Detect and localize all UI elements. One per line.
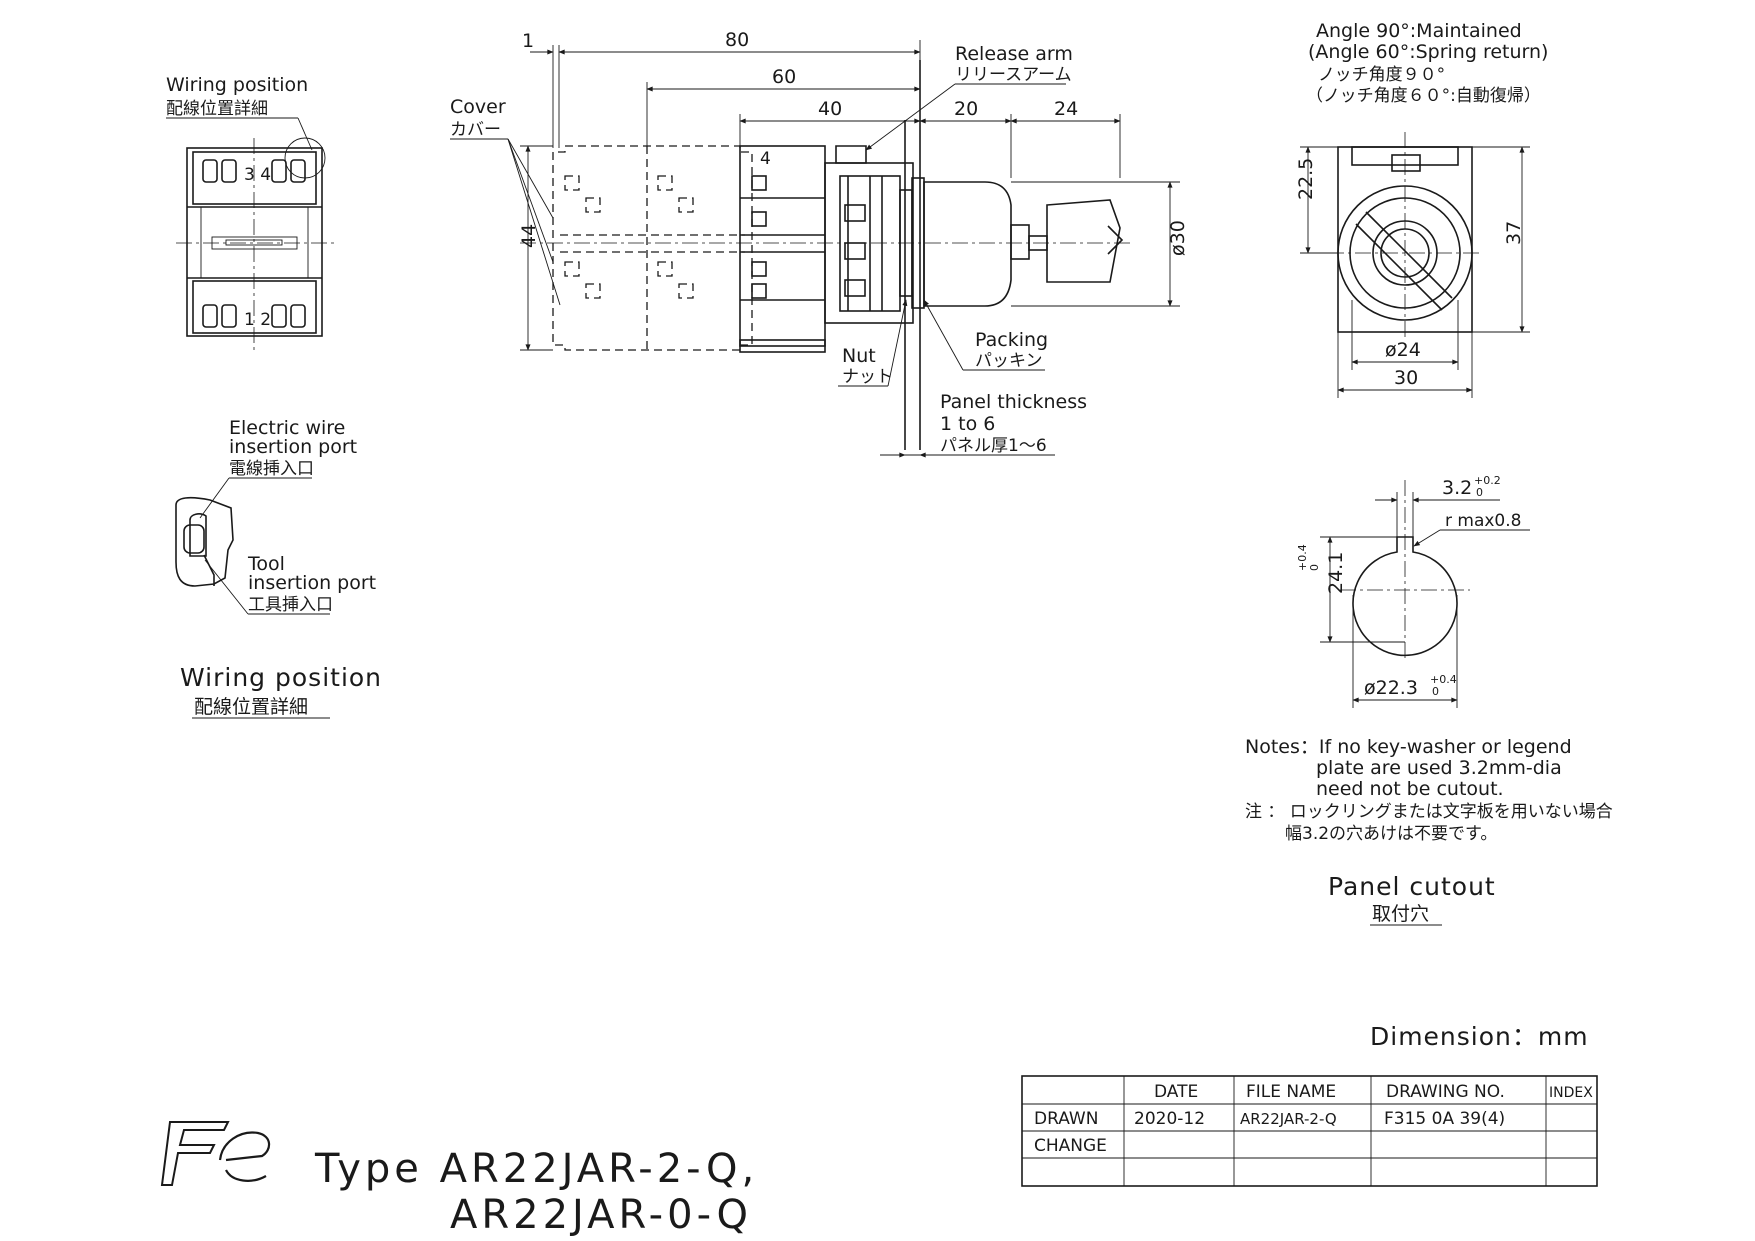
svg-text:（ノッチ角度６０°:自動復帰）: （ノッチ角度６０°:自動復帰）: [1306, 86, 1541, 106]
svg-text:注 ： ロックリングまたは文字板を用いない場合: 注 ： ロックリングまたは文字板を用いない場合: [1245, 802, 1613, 822]
port-caption-jp: 配線位置詳細: [194, 696, 308, 718]
panel-cutout-view: 3.2 +0.2 0 r max0.8 24.1 +0.4 0 ø22.3 +0…: [1245, 474, 1613, 926]
svg-text:0: 0: [1308, 564, 1321, 571]
svg-text:+0.4: +0.4: [1296, 544, 1309, 571]
svg-text:22.5: 22.5: [1295, 158, 1317, 200]
svg-text:r max0.8: r max0.8: [1445, 511, 1521, 531]
type-line-1: Type AR22JAR-2-Q,: [314, 1146, 758, 1192]
svg-text:Angle 90°:Maintained: Angle 90°:Maintained: [1316, 20, 1522, 42]
svg-text:4: 4: [760, 149, 771, 169]
svg-text:(Angle 60°:Spring return): (Angle 60°:Spring return): [1308, 41, 1548, 63]
cutout-caption-en: Panel cutout: [1328, 872, 1496, 901]
insertion-port-view: Electric wire insertion port 電線挿入口 Tool …: [175, 417, 382, 719]
svg-text:Packing: Packing: [975, 329, 1048, 351]
svg-text:パネル厚1～6: パネル厚1～6: [940, 436, 1047, 456]
svg-text:plate are used 3.2mm-dia: plate are used 3.2mm-dia: [1316, 757, 1562, 779]
svg-text:37: 37: [1503, 221, 1525, 245]
svg-text:ノッチ角度９０°: ノッチ角度９０°: [1318, 65, 1445, 85]
svg-text:44: 44: [518, 224, 540, 248]
svg-text:幅3.2の穴あけは不要です。: 幅3.2の穴あけは不要です。: [1285, 824, 1497, 844]
wiring-label-jp: 配線位置詳細: [166, 99, 268, 119]
svg-text:カバー: カバー: [450, 120, 501, 140]
svg-text:Cover: Cover: [450, 96, 506, 118]
svg-text:ø30: ø30: [1167, 220, 1189, 256]
row-drawn-label: DRAWN: [1034, 1109, 1098, 1129]
svg-text:+0.2: +0.2: [1474, 474, 1501, 487]
terminals-bottom: 1 2: [244, 310, 271, 330]
svg-text:insertion port: insertion port: [248, 572, 376, 594]
row-drawn-file: AR22JAR-2-Q: [1240, 1110, 1337, 1128]
svg-text:+0.4: +0.4: [1430, 673, 1457, 686]
svg-text:工具挿入口: 工具挿入口: [248, 595, 333, 615]
svg-text:ナット: ナット: [842, 367, 893, 387]
svg-text:40: 40: [818, 98, 842, 120]
header-drawing-no: DRAWING NO.: [1386, 1082, 1505, 1102]
front-view: Angle 90°:Maintained (Angle 60°:Spring r…: [1295, 20, 1548, 398]
svg-text:24.1: 24.1: [1325, 552, 1347, 594]
svg-text:80: 80: [725, 29, 749, 51]
title-block: DATE FILE NAME DRAWING NO. INDEX DRAWN 2…: [1021, 1075, 1598, 1187]
type-line-2: AR22JAR-0-Q: [450, 1192, 752, 1238]
svg-text:ø22.3: ø22.3: [1364, 677, 1418, 699]
svg-text:Notes：If no key-washer or lege: Notes：If no key-washer or legend: [1245, 736, 1572, 758]
svg-text:0: 0: [1432, 685, 1439, 698]
svg-text:need not be cutout.: need not be cutout.: [1316, 778, 1504, 800]
svg-text:Panel thickness: Panel thickness: [940, 391, 1087, 413]
svg-text:Nut: Nut: [842, 345, 876, 367]
svg-text:ø24: ø24: [1385, 339, 1421, 361]
svg-text:insertion port: insertion port: [229, 436, 357, 458]
svg-text:1: 1: [522, 30, 534, 52]
port-caption-en: Wiring position: [180, 663, 382, 692]
svg-text:24: 24: [1054, 98, 1078, 120]
row-drawn-drawing: F315 0A 39(4): [1384, 1109, 1505, 1129]
side-view: 1 80 60 40 20 24 4: [450, 29, 1189, 458]
dimension-unit: Dimension：mm: [1370, 1022, 1589, 1051]
svg-text:Release arm: Release arm: [955, 43, 1073, 65]
svg-text:リリースアーム: リリースアーム: [955, 65, 1072, 85]
header-file-name: FILE NAME: [1246, 1082, 1336, 1102]
svg-text:Electric wire: Electric wire: [229, 417, 345, 439]
cutout-caption-jp: 取付穴: [1372, 903, 1429, 925]
svg-text:パッキン: パッキン: [975, 351, 1043, 371]
svg-text:60: 60: [772, 66, 796, 88]
svg-text:0: 0: [1476, 486, 1483, 499]
svg-text:20: 20: [954, 98, 978, 120]
logo-text: Fe: [170, 1209, 172, 1211]
svg-text:30: 30: [1394, 367, 1418, 389]
header-date: DATE: [1154, 1082, 1198, 1102]
wiring-label-en: Wiring position: [166, 74, 308, 96]
svg-text:Tool: Tool: [247, 553, 285, 575]
svg-text:1 to 6: 1 to 6: [940, 413, 995, 435]
svg-text:3.2: 3.2: [1442, 477, 1472, 499]
header-index: INDEX: [1549, 1085, 1593, 1101]
row-drawn-date: 2020-12: [1134, 1109, 1205, 1129]
wiring-position-view: Wiring position 配線位置詳細 3 4 1 2: [166, 74, 335, 352]
fuji-logo: Fe: [160, 1121, 271, 1211]
terminals-top: 3 4: [244, 165, 271, 185]
row-change-label: CHANGE: [1034, 1136, 1107, 1156]
svg-text:電線挿入口: 電線挿入口: [229, 459, 314, 479]
